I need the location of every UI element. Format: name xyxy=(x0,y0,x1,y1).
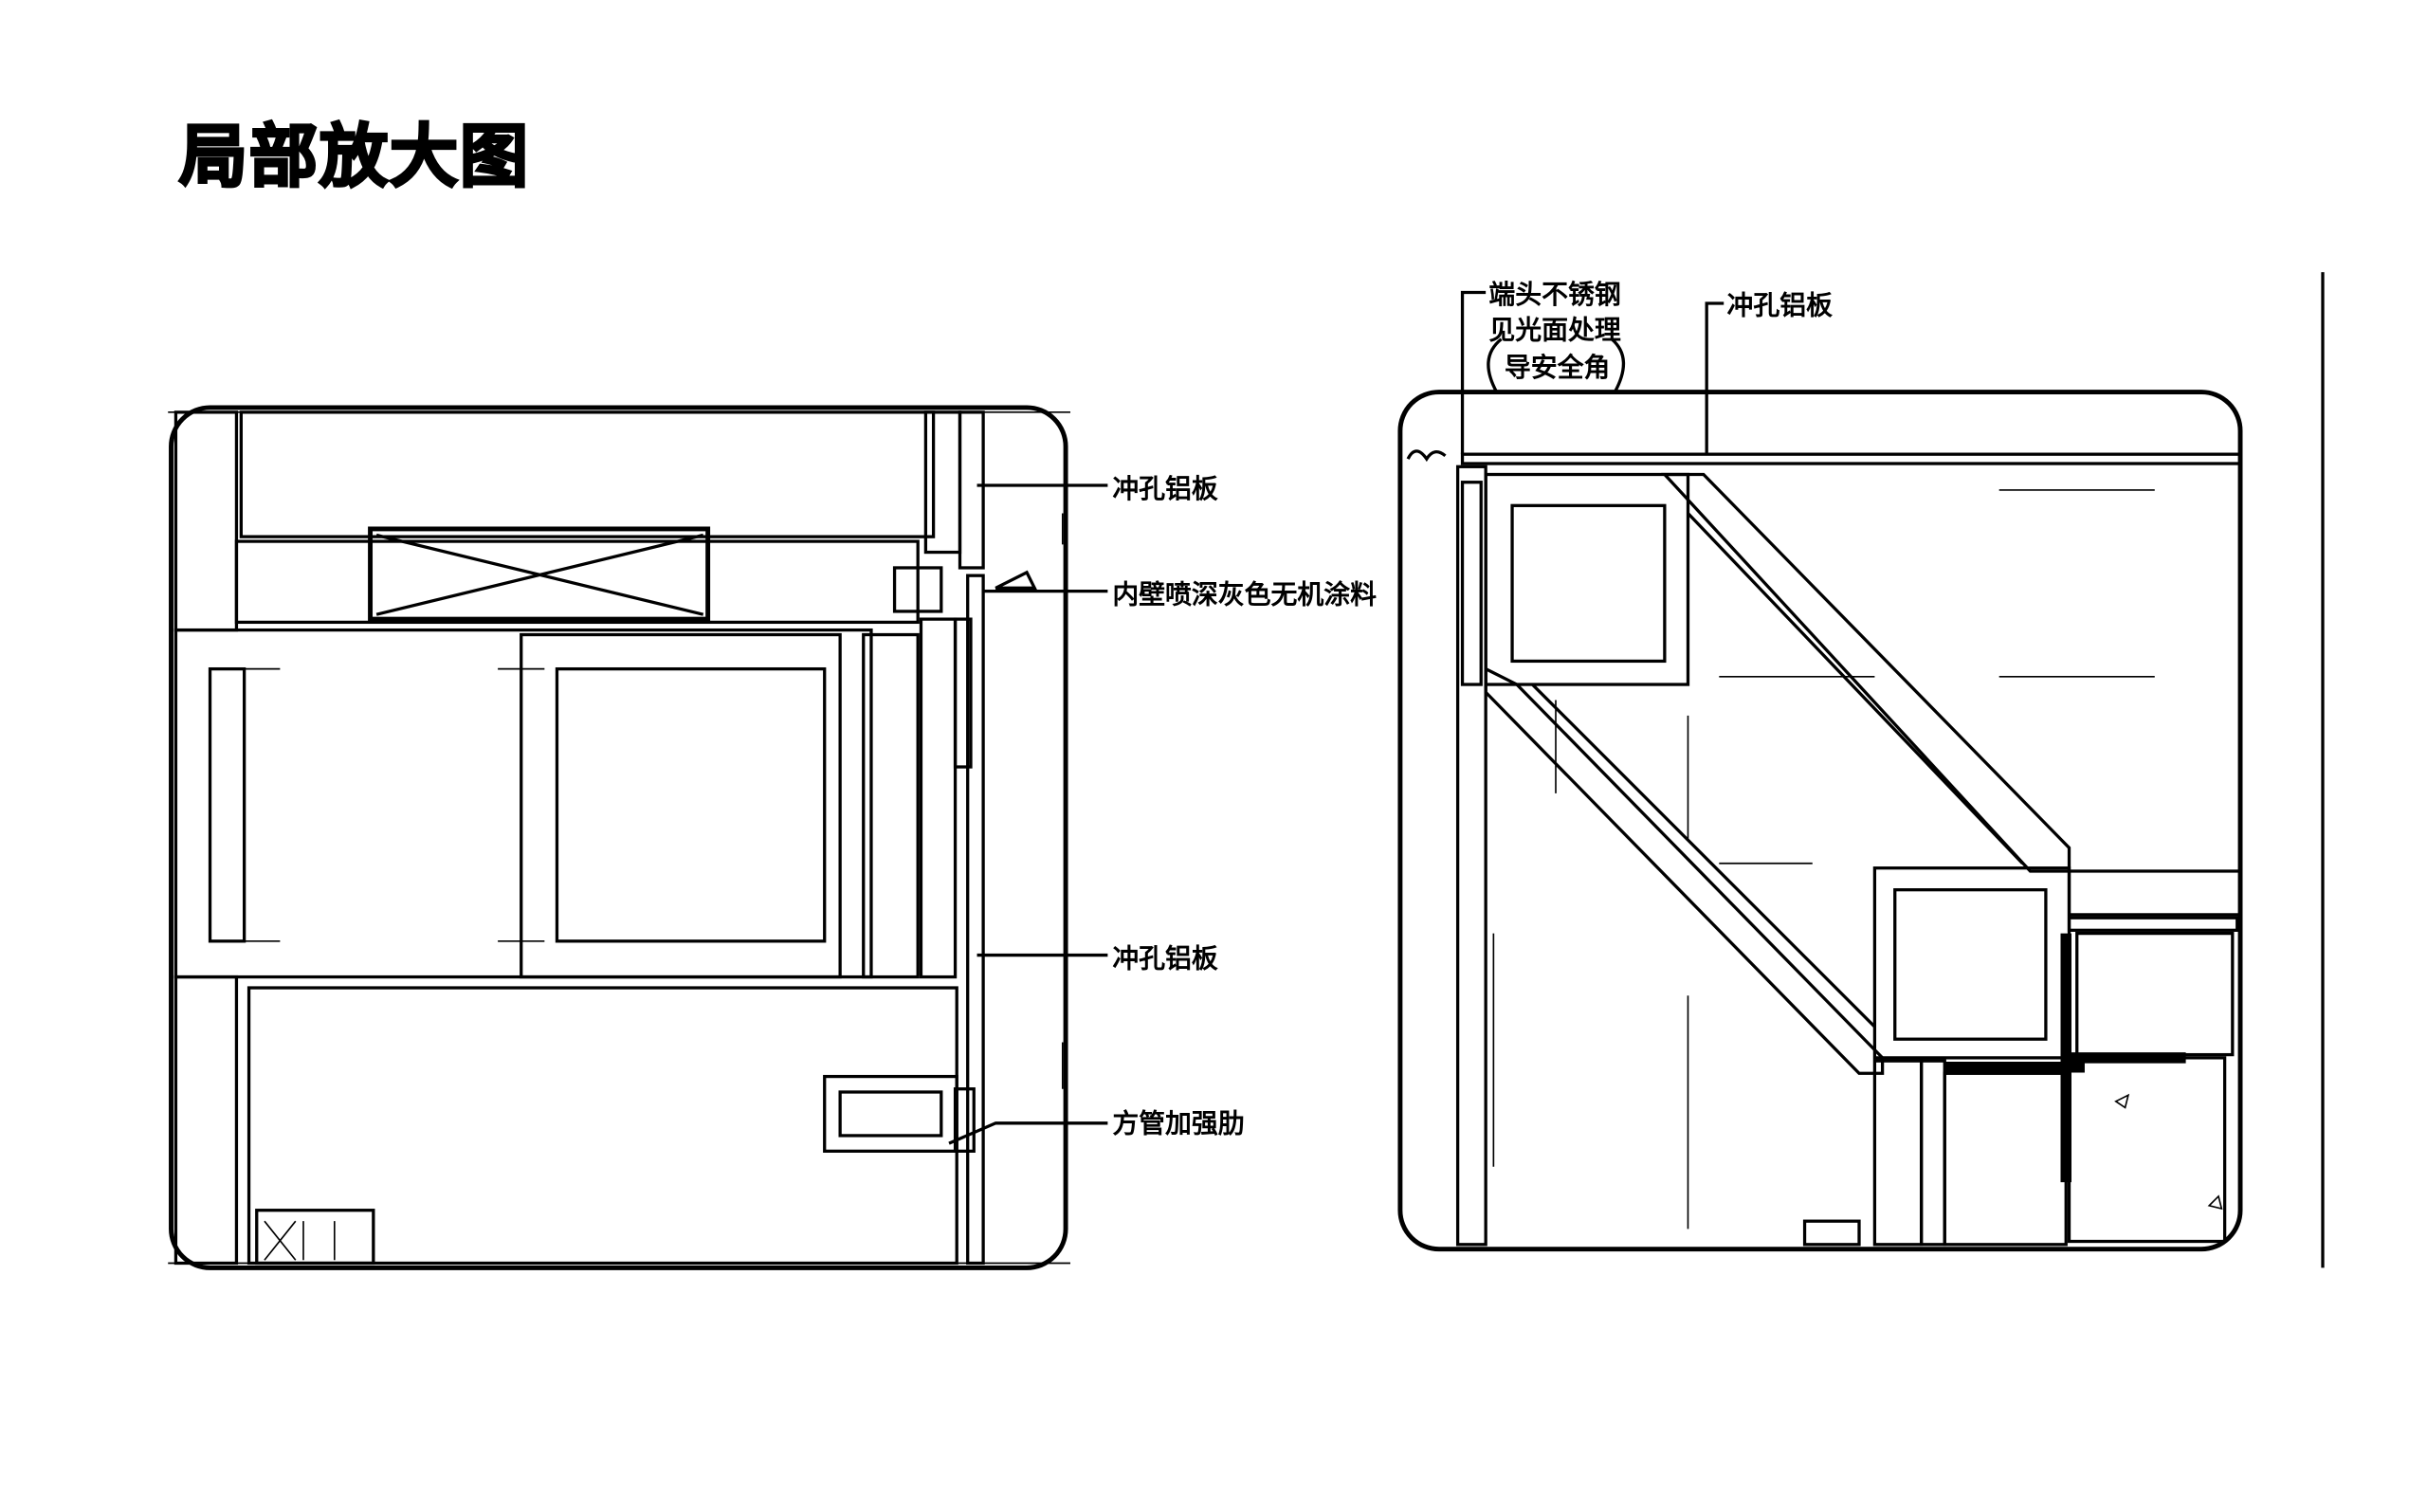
top-cavity xyxy=(239,410,936,538)
left-detail: 冲孔铝板 内壁喷深灰色无机涂料 冲孔铝板 方管加强肋 xyxy=(168,405,1377,1270)
insulation-column-bottom xyxy=(173,975,239,1266)
label-perforated-panel-mid: 冲孔铝板 xyxy=(1112,943,1218,975)
left-outer-frame xyxy=(169,405,1068,1270)
label-perforated-panel-right: 冲孔铝板 xyxy=(1727,289,1834,320)
square-tube-rib xyxy=(823,1074,958,1153)
crosshatch-band xyxy=(234,539,920,625)
label-perforated-panel-top: 冲孔铝板 xyxy=(1112,473,1218,504)
right-outer-frame xyxy=(1397,390,2243,1252)
label-stainless-end-line2: 见光面处理 xyxy=(1488,315,1620,346)
concrete-block xyxy=(2067,1056,2227,1244)
label-stainless-end-line1: 端头不锈钢 xyxy=(1488,279,1620,310)
diagonal-band-upper xyxy=(1661,472,2071,873)
diagonal-band-lower xyxy=(1484,665,1885,1075)
perforated-panel xyxy=(966,574,985,1266)
label-inner-coating: 内壁喷深灰色无机涂料 xyxy=(1112,579,1377,610)
insulation-column-top xyxy=(173,410,239,632)
right-detail: 端头不锈钢 见光面处理 导安全角 冲孔铝板 xyxy=(1397,272,2325,1268)
square-tube-lower xyxy=(1872,866,2071,1060)
drawing-title: 局部放大图 xyxy=(179,117,530,196)
label-square-tube-rib: 方管加强肋 xyxy=(1112,1108,1244,1139)
square-tube-upper xyxy=(1484,472,1690,686)
top-perforated-strip xyxy=(1460,452,2242,465)
label-stainless-end-line3: 导安全角 xyxy=(1505,352,1610,383)
square-frame xyxy=(520,632,842,979)
